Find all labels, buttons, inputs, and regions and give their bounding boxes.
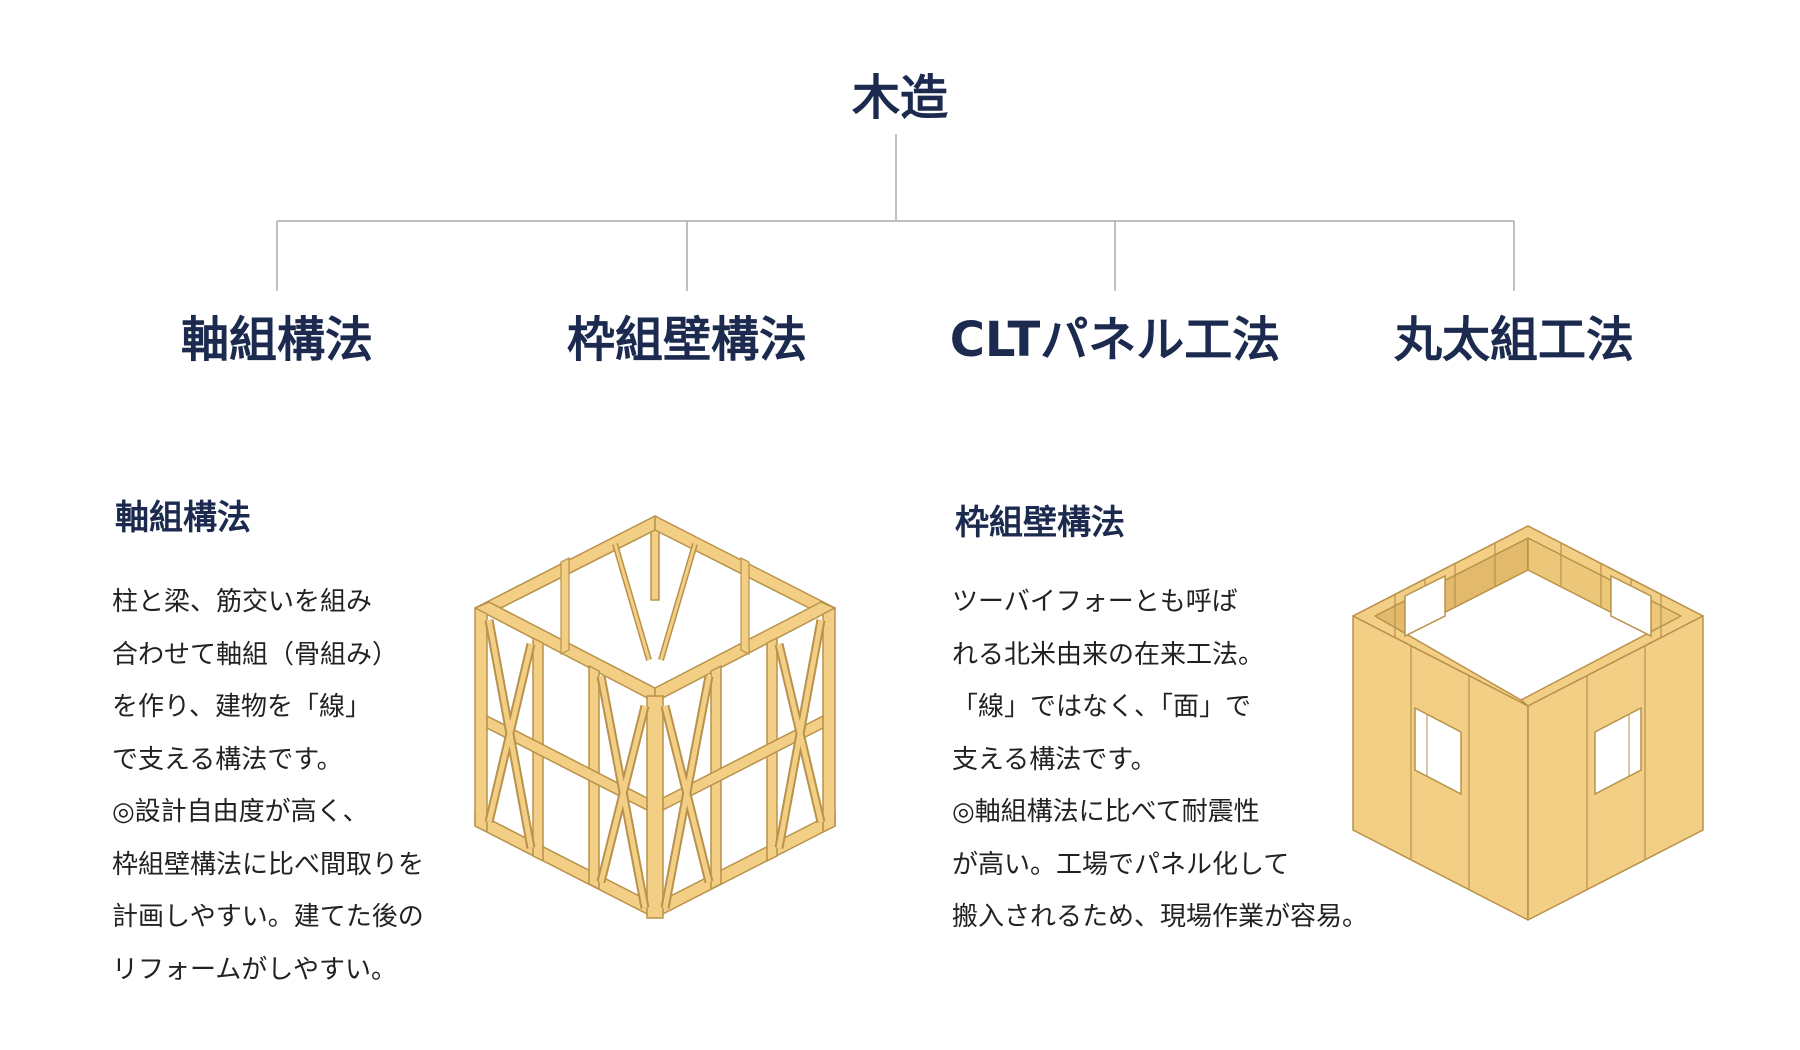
panel-wall-box-illustration <box>1352 525 1704 921</box>
description-line: 合わせて軸組（骨組み） <box>112 639 399 670</box>
description-line: ツーバイフォーとも呼ば <box>952 587 1238 617</box>
branch-node-3: CLTパネル工法 <box>949 312 1281 368</box>
inner-window-left <box>1404 574 1446 638</box>
description-line: 計画しやすい。建てた後の <box>112 902 424 932</box>
back-stud-left <box>560 557 570 655</box>
section-title-panel-wall: 枠組壁構法 <box>955 503 1125 543</box>
tree-connectors <box>276 134 1515 291</box>
rail-right <box>662 715 824 811</box>
description-line: で支える構法です。 <box>112 744 343 775</box>
description-line: 支える構法です。 <box>952 744 1157 775</box>
classification-tree: 木造 軸組構法 枠組壁構法 CLTパネル工法 丸太組工法 <box>0 0 1800 400</box>
rail-left <box>486 715 648 811</box>
description-line: れる北米由来の在来工法。 <box>952 639 1265 670</box>
post-front <box>646 695 664 919</box>
description-line: ◎設計自由度が高く、 <box>112 797 369 827</box>
section-description-panel-wall: ツーバイフォーとも呼ば れる北米由来の在来工法。 「線」ではなく、「面」で 支え… <box>952 576 1368 944</box>
post-right <box>822 607 836 833</box>
root-node-title: 木造 <box>851 70 948 126</box>
section-title-timber-frame: 軸組構法 <box>115 498 251 538</box>
description-line: ◎軸組構法に比べて耐震性 <box>952 797 1260 827</box>
branch-node-1: 軸組構法 <box>180 312 373 368</box>
back-stud-right <box>740 557 750 655</box>
section-description-timber-frame: 柱と梁、筋交いを組み 合わせて軸組（骨組み） を作り、建物を「線」 で支える構法… <box>112 576 424 996</box>
description-line: 枠組壁構法に比べ間取りを <box>112 849 425 880</box>
branch-node-2: 枠組壁構法 <box>566 312 807 368</box>
description-line: が高い。工場でパネル化して <box>952 849 1290 880</box>
description-line: 「線」ではなく、「面」で <box>952 692 1252 722</box>
timber-frame-cube-illustration <box>474 515 836 919</box>
description-line: 柱と梁、筋交いを組み <box>112 587 373 617</box>
description-line: リフォームがしやすい。 <box>112 954 397 985</box>
branch-node-4: 丸太組工法 <box>1393 312 1634 368</box>
inner-window-right <box>1610 574 1652 638</box>
post-left <box>474 607 488 833</box>
description-line: を作り、建物を「線」 <box>112 692 371 722</box>
description-line: 搬入されるため、現場作業が容易。 <box>952 902 1369 932</box>
